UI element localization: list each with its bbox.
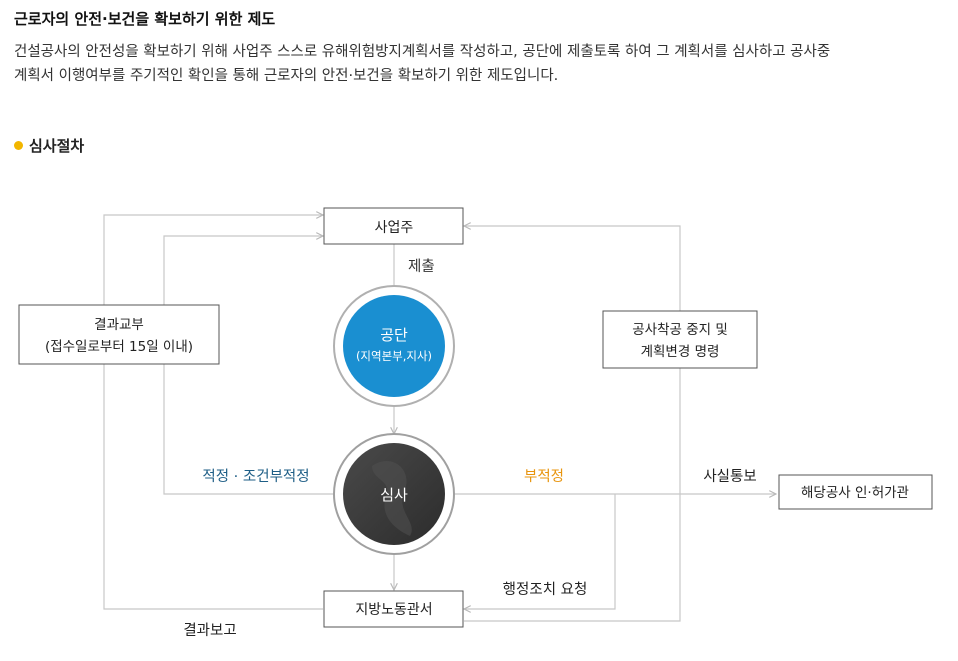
- review-label: 심사: [380, 486, 408, 504]
- permit-office-label: 해당공사 인·허가관: [801, 485, 909, 501]
- description: 건설공사의 안전성을 확보하기 위해 사업주 스스로 유해위험방지계획서를 작성…: [14, 40, 934, 88]
- page-title: 근로자의 안전·보건을 확보하기 위한 제도: [14, 10, 276, 28]
- admin-request-line: [464, 494, 616, 609]
- fact-notice-label: 사실통보: [703, 468, 756, 485]
- agency-label: 공단: [380, 326, 408, 344]
- review-circle: 심사: [333, 433, 455, 555]
- agency-circle: 공단 (지역본부,지사): [333, 285, 455, 407]
- stop-order-line: [464, 226, 681, 622]
- labor-office-box: 지방노동관서: [323, 590, 464, 628]
- result-notice-period: (접수일로부터 15일 이내): [45, 339, 193, 355]
- stop-order-box: 공사착공 중지 및 계획변경 명령: [602, 310, 758, 369]
- employer-label: 사업주: [375, 220, 414, 236]
- suitable-line: [163, 236, 333, 495]
- result-report-label: 결과보고: [183, 622, 236, 639]
- result-notice-box: 결과교부 (접수일로부터 15일 이내): [18, 304, 220, 365]
- result-report-line: [103, 215, 323, 610]
- section-heading: 심사절차: [14, 135, 84, 156]
- agency-sub-label: (지역본부,지사): [356, 349, 432, 363]
- suitable-label: 적정 · 조건부적정: [202, 468, 309, 485]
- result-notice-label: 결과교부: [94, 317, 144, 333]
- stop-order-line-2: 계획변경 명령: [641, 344, 720, 360]
- submit-label: 제출: [408, 258, 435, 275]
- connector-lines: [103, 215, 776, 622]
- bullet-dot-icon: [14, 141, 23, 150]
- review-decor-shape: [372, 461, 412, 536]
- stop-order-line-1: 공사착공 중지 및: [632, 322, 728, 338]
- employer-box: 사업주: [323, 207, 464, 245]
- admin-request-label: 행정조치 요청: [503, 581, 588, 598]
- permit-office-box: 해당공사 인·허가관: [778, 474, 933, 510]
- section-title: 심사절차: [29, 137, 85, 155]
- unsuitable-label: 부적정: [524, 468, 564, 485]
- labor-office-label: 지방노동관서: [355, 602, 432, 618]
- description-line-1: 건설공사의 안전성을 확보하기 위해 사업주 스스로 유해위험방지계획서를 작성…: [14, 44, 831, 60]
- description-line-2: 계획서 이행여부를 주기적인 확인을 통해 근로자의 안전·보건을 확보하기 위…: [14, 68, 559, 84]
